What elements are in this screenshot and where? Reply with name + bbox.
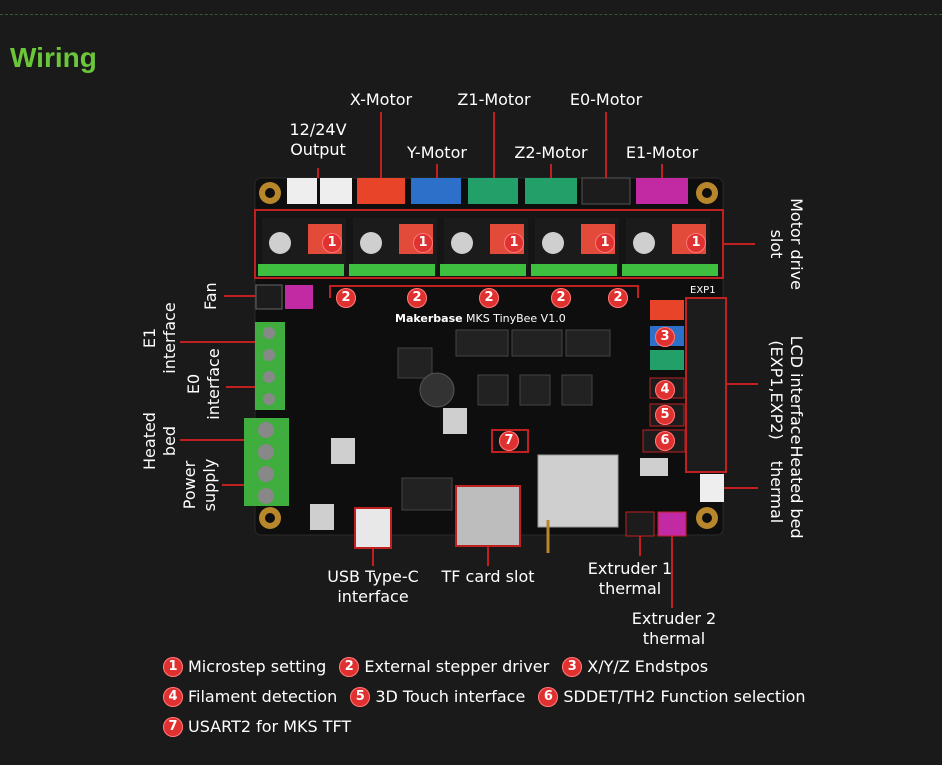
legend-text: USART2 for MKS TFT: [188, 717, 352, 736]
fan-label: Fan: [201, 282, 220, 310]
legend-item: 1 Microstep setting: [163, 656, 326, 678]
fan-connector-1: [255, 284, 283, 310]
heated-bed-thermal-label: Heated bed thermal: [767, 445, 806, 539]
output-connector-1: [287, 178, 317, 204]
cap-100: [331, 438, 355, 464]
endstop-x: [650, 300, 684, 320]
callout-1-slot5: 1: [686, 233, 706, 253]
reset-button: [640, 458, 668, 476]
inductor: [419, 372, 455, 408]
heated-bed-label: Heated bed: [140, 412, 179, 470]
legend-text: Filament detection: [188, 687, 338, 706]
th2-connector: [657, 511, 687, 537]
x-motor-label: X-Motor: [349, 90, 413, 109]
exp1-label: EXP1: [690, 285, 716, 296]
callout-6: 6: [655, 431, 675, 451]
power-supply-label: Power supply: [180, 458, 219, 512]
legend-num: 2: [339, 657, 360, 677]
legend-num: 3: [562, 657, 583, 677]
callout-1-slot1: 1: [322, 233, 342, 253]
legend-num: 4: [163, 687, 183, 707]
board-brand: Makerbase: [395, 312, 463, 325]
legend-item: 7 USART2 for MKS TFT: [163, 716, 351, 738]
legend-row-3: 7 USART2 for MKS TFT: [163, 714, 359, 738]
y-motor-label: Y-Motor: [407, 143, 467, 162]
esp32-module: [537, 454, 619, 528]
z1-motor-label: Z1-Motor: [457, 90, 531, 109]
legend-num: 5: [350, 687, 371, 707]
cap-bottom: [310, 504, 334, 530]
tf-card-label: TF card slot: [441, 567, 535, 586]
usb-typec-label: USB Type-C interface: [327, 567, 419, 606]
callout-2-a: 2: [336, 288, 356, 308]
legend-num: 6: [538, 687, 559, 707]
e0-motor-connector: [581, 177, 631, 205]
legend-text: X/Y/Z Endstpos: [587, 657, 709, 676]
callout-2-d: 2: [551, 288, 571, 308]
e1-motor-label: E1-Motor: [625, 143, 699, 162]
board-model: MKS TinyBee V1.0: [466, 312, 566, 325]
z1-motor-connector: [468, 178, 518, 204]
legend-text: Microstep setting: [188, 657, 327, 676]
callout-7: 7: [499, 431, 519, 451]
endstop-z: [650, 350, 684, 370]
fan-connector-2: [285, 285, 313, 309]
driver-headers: [258, 264, 718, 276]
y-motor-connector: [411, 178, 461, 204]
e0-interface-label: E0 interface: [184, 348, 223, 420]
callout-2-b: 2: [407, 288, 427, 308]
tf-card-slot: [455, 485, 521, 547]
cap-220: [443, 408, 467, 434]
legend-text: 3D Touch interface: [375, 687, 526, 706]
callout-2-e: 2: [608, 288, 628, 308]
z2-motor-connector: [525, 178, 577, 204]
extruder2-thermal-label: Extruder 2 thermal: [631, 609, 717, 648]
callout-1-slot4: 1: [595, 233, 615, 253]
e1-interface-label: E1 interface: [140, 302, 179, 374]
output-connector-2: [320, 178, 352, 204]
page-title: Wiring: [10, 42, 97, 73]
z2-motor-label: Z2-Motor: [514, 143, 588, 162]
callout-1-slot2: 1: [413, 233, 433, 253]
extruder1-thermal-label: Extruder 1 thermal: [587, 559, 673, 598]
x-motor-connector: [357, 178, 405, 204]
legend-num: 1: [163, 657, 183, 677]
e1-motor-connector: [636, 178, 688, 204]
legend-item: 4 Filament detection: [163, 686, 337, 708]
callout-2-c: 2: [479, 288, 499, 308]
heated-bed-thermal-connector: [700, 474, 724, 502]
lcd-exp-headers: [685, 297, 727, 473]
e0-motor-label: E0-Motor: [569, 90, 643, 109]
lcd-interface-label: LCD interface (EXP1,EXP2): [767, 335, 806, 445]
legend-text: External stepper driver: [364, 657, 550, 676]
callout-3: 3: [655, 327, 675, 347]
legend-num: 7: [163, 717, 183, 737]
legend-text: SDDET/TH2 Function selection: [563, 687, 806, 706]
motor-drive-slot-label: Motor drive slot: [767, 198, 806, 290]
callout-4: 4: [655, 380, 675, 400]
callout-1-slot3: 1: [504, 233, 524, 253]
output-label: 12/24V Output: [289, 120, 347, 159]
usb-typec-port: [354, 507, 392, 549]
callout-5: 5: [655, 405, 675, 425]
th1-connector: [625, 511, 655, 537]
top-divider: [0, 14, 942, 15]
capacitors: [269, 232, 655, 254]
